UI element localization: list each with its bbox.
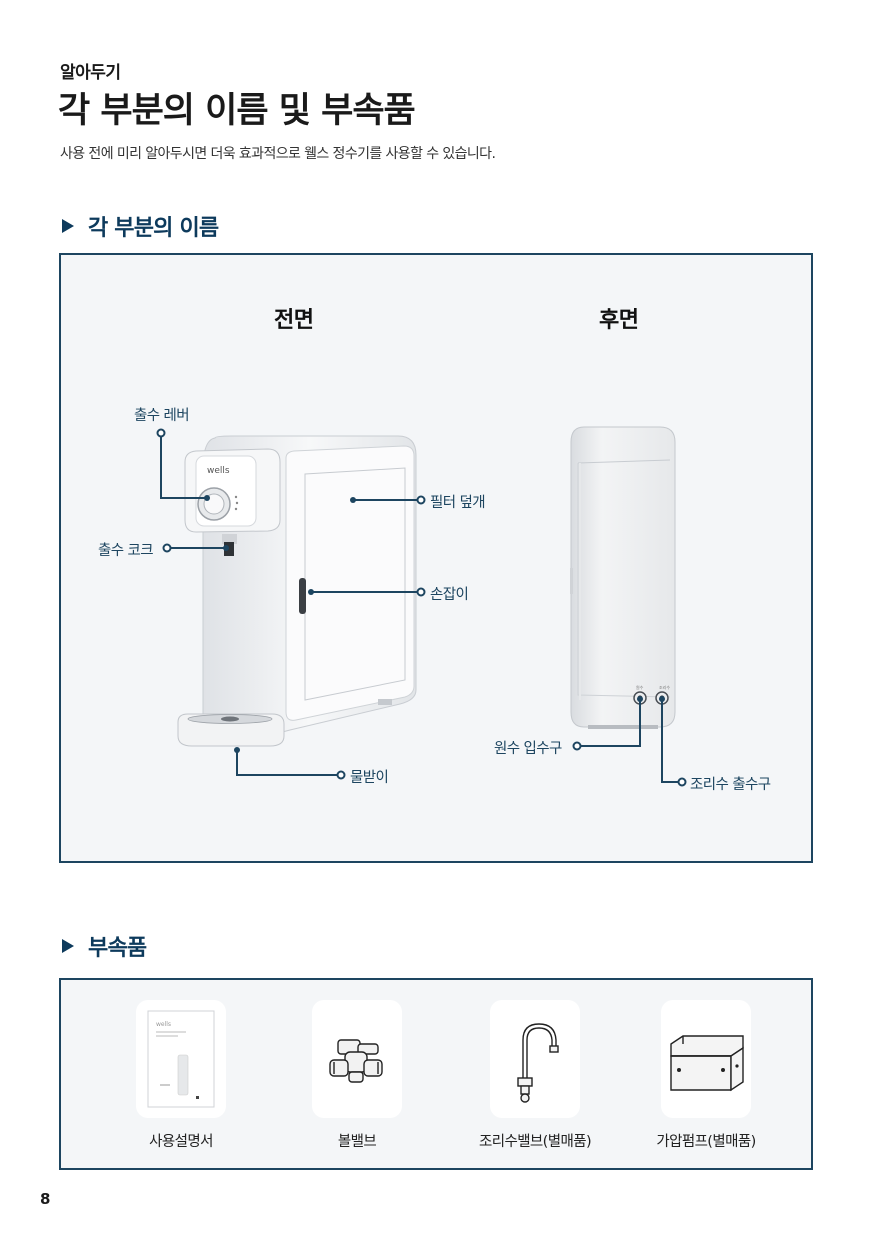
- accessory-label-ball-valve: 볼밸브: [337, 1134, 377, 1150]
- front-view-title: 전면: [274, 308, 314, 333]
- rear-view-title: 후면: [599, 308, 639, 333]
- label-spout: 출수 코크: [98, 543, 154, 559]
- front-purifier-image: wells: [177, 435, 417, 747]
- triangle-bullet-icon: [62, 939, 74, 953]
- page-number: 8: [40, 1190, 51, 1208]
- page-title: 각 부분의 이름 및 부속품: [58, 91, 416, 131]
- page-subtitle: 사용 전에 미리 알아두시면 더욱 효과적으로 웰스 정수기를 사용할 수 있습…: [60, 146, 496, 162]
- manual-icon: wells: [147, 1010, 215, 1108]
- label-handle: 손잡이: [430, 587, 469, 603]
- parts-heading-text: 각 부분의 이름: [88, 216, 219, 241]
- accessory-card-ball-valve: [312, 1000, 402, 1118]
- accessory-label-pump: 가압펌프(별매품): [656, 1134, 756, 1150]
- label-cooking-outlet: 조리수 출수구: [690, 777, 771, 793]
- parts-panel: [59, 253, 813, 863]
- accessory-label-manual: 사용설명서: [149, 1134, 213, 1150]
- ball-valve-icon: [329, 1039, 383, 1083]
- faucet-valve-icon: [517, 1023, 559, 1103]
- accessory-label-faucet-valve: 조리수밸브(별매품): [478, 1134, 592, 1150]
- triangle-bullet-icon: [62, 219, 74, 233]
- label-inlet: 원수 입수구: [494, 741, 562, 757]
- section-kicker: 알아두기: [60, 63, 121, 83]
- accessory-card-faucet-valve: [490, 1000, 580, 1118]
- label-drip-tray: 물받이: [350, 770, 389, 786]
- label-filter-cover: 필터 덮개: [430, 495, 486, 511]
- accessories-heading: 부속품: [62, 930, 147, 962]
- rear-purifier-image: 원수 조리수: [570, 426, 676, 729]
- accessories-heading-text: 부속품: [88, 936, 147, 961]
- svg-text:wells: wells: [156, 1021, 171, 1028]
- svg-text:조리수: 조리수: [659, 684, 670, 690]
- pump-box-icon: [670, 1035, 744, 1092]
- front-brand-mark: wells: [207, 466, 230, 476]
- accessory-card-manual: wells: [136, 1000, 226, 1118]
- label-lever: 출수 레버: [134, 408, 190, 424]
- accessory-card-pump: [661, 1000, 751, 1118]
- svg-text:원수: 원수: [636, 684, 644, 690]
- parts-heading: 각 부분의 이름: [62, 210, 219, 242]
